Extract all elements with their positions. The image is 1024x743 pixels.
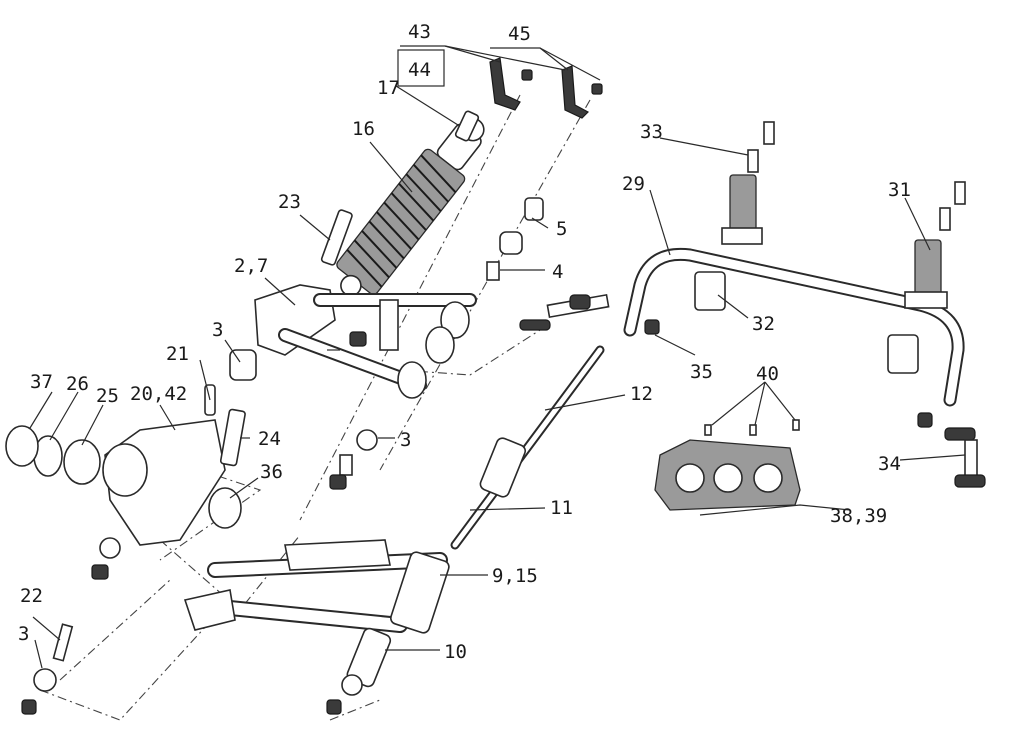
stabilizer-link-34 <box>944 427 986 488</box>
callout-23: 23 <box>278 191 301 213</box>
shock-absorber <box>336 117 485 297</box>
upper-control-arm <box>254 284 477 399</box>
leader-lines <box>29 45 966 669</box>
callout-31: 31 <box>888 179 911 201</box>
protector-38-39 <box>654 419 801 511</box>
steering-knuckle <box>5 349 257 546</box>
callout-2-7: 2,7 <box>234 255 268 277</box>
callout-32: 32 <box>752 313 775 335</box>
brackets <box>489 57 603 119</box>
callout-25: 25 <box>96 385 119 407</box>
callout-24: 24 <box>258 428 281 450</box>
callout-45: 45 <box>508 23 531 45</box>
callout-labels: 43 44 45 17 16 23 5 4 2,7 3 21 37 26 25 … <box>18 21 911 663</box>
callout-16: 16 <box>352 118 375 140</box>
callout-43: 43 <box>408 21 431 43</box>
callout-36: 36 <box>260 461 283 483</box>
pivot-shaft <box>326 345 605 715</box>
callout-5: 5 <box>556 218 567 240</box>
callout-12: 12 <box>630 383 653 405</box>
callout-3-upper: 3 <box>212 319 223 341</box>
callout-10: 10 <box>444 641 467 663</box>
callout-3-lower: 3 <box>18 623 29 645</box>
assembly-axes <box>39 94 591 721</box>
callout-26: 26 <box>66 373 89 395</box>
callout-9-15: 9,15 <box>492 565 538 587</box>
callout-38-39: 38,39 <box>830 505 887 527</box>
callout-17: 17 <box>377 77 400 99</box>
lower-hardware <box>21 429 378 715</box>
stabilizer-bar <box>623 121 966 428</box>
callout-22: 22 <box>20 585 43 607</box>
callout-37: 37 <box>30 371 53 393</box>
callout-34: 34 <box>878 453 901 475</box>
callout-40: 40 <box>756 363 779 385</box>
callout-20-42: 20,42 <box>130 383 187 405</box>
lower-control-arm <box>183 539 450 634</box>
bolts-upper <box>320 110 544 281</box>
callout-44: 44 <box>408 59 431 81</box>
callout-33: 33 <box>640 121 663 143</box>
callout-29: 29 <box>622 173 645 195</box>
callout-4: 4 <box>552 261 563 283</box>
stabilizer-link-35 <box>519 293 610 331</box>
callout-21: 21 <box>166 343 189 365</box>
callout-35: 35 <box>690 361 713 383</box>
callout-3-middle: 3 <box>400 429 411 451</box>
callout-11: 11 <box>550 497 573 519</box>
